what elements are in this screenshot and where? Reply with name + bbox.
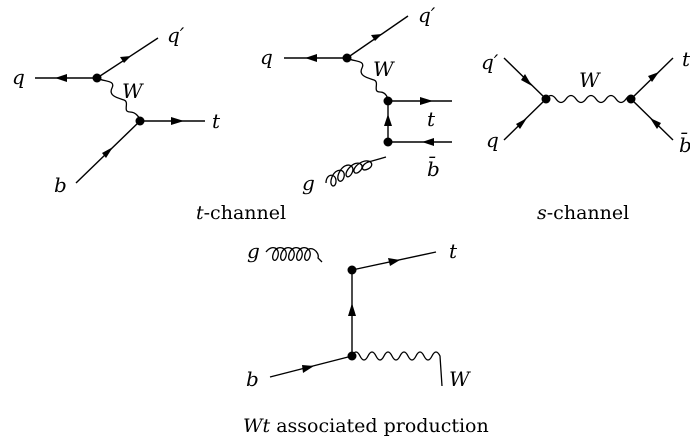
diagram-s-channel: q′ q W t b̄ [481,47,690,157]
vertex [383,96,393,106]
diagram-wt-production: g t b W [246,239,471,391]
diagram-t-channel-a: q q′ W t b [12,23,221,197]
label-q: q [260,45,273,69]
arrow [305,54,317,62]
label-b: b [246,367,259,391]
label-bbar: b̄ [427,156,440,181]
caption-t-channel: t-channel [196,202,286,224]
label-bbar: b̄ [679,132,690,157]
arrow [120,56,131,63]
arrow [371,34,382,41]
vertex [342,53,352,63]
label-b: b [54,173,67,197]
gluon-line-g [325,156,387,187]
arrow [422,138,434,146]
vertex [135,116,145,126]
arrow [55,74,67,82]
w-boson-line [346,57,389,102]
label-w: W [373,57,395,81]
w-boson-line [545,94,636,104]
w-boson-line [96,77,141,122]
label-qprime: q′ [167,23,185,47]
label-qprime: q′ [418,3,436,27]
label-w: W [579,68,601,92]
arrow [102,147,113,158]
vertex [347,351,357,361]
gluon-line-g [265,246,323,263]
label-q: q [486,128,499,152]
label-q: q [12,65,25,89]
arrow [420,97,433,105]
label-t: t [449,239,458,263]
arrow [348,303,356,316]
arrow [650,118,661,129]
vertex [383,137,393,147]
label-qprime: q′ [481,50,499,74]
vertex [541,94,551,104]
label-g: g [247,239,260,263]
caption-s-channel: s-channel [537,202,629,224]
vertex [347,265,357,275]
label-t: t [427,107,436,131]
label-g: g [302,171,315,195]
arrow [516,118,527,129]
arrow [388,258,400,266]
arrow [521,74,532,86]
label-t: t [212,109,221,133]
diagram-t-channel-b: q q′ W t b̄ g [260,3,452,195]
w-boson-line [351,351,443,387]
arrow [302,365,314,373]
arrow [384,114,392,126]
label-t: t [682,47,690,71]
label-w: W [122,79,144,103]
vertex [626,94,636,104]
vertex [92,73,102,83]
caption-wt-production: Wt associated production [243,415,489,437]
label-w: W [449,367,471,391]
arrow [648,72,659,82]
arrow [171,117,184,125]
